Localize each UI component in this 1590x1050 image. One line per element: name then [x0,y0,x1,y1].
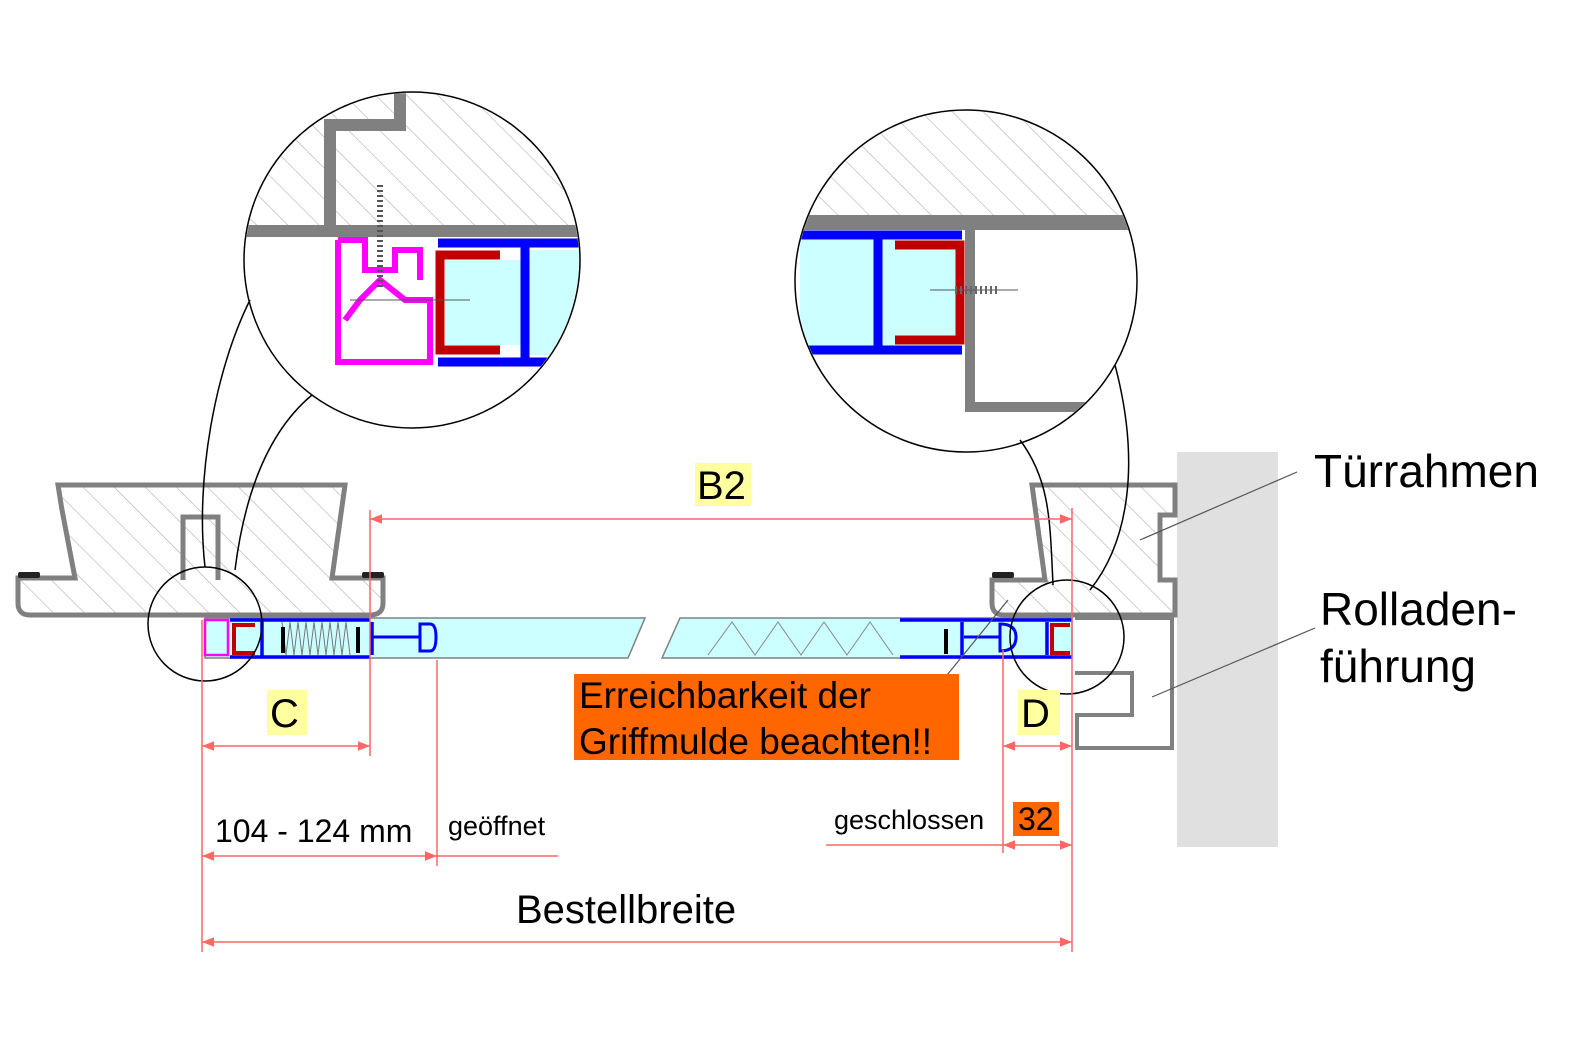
closed-dimension-label: 32 [1018,801,1054,837]
right-frame-section [989,482,1178,618]
right-profiles [900,618,1072,659]
d-label: D [1021,692,1050,736]
closed-state-label: geschlossen [834,805,985,835]
open-state-label: geöffnet [448,811,546,841]
warning-line-1: Erreichbarkeit der [579,675,872,716]
warning-line-2: Griffmulde beachten!! [579,721,933,762]
detail-circle-left-large [243,91,581,429]
d-label-box [1018,690,1060,735]
c-label-box [267,690,307,735]
warning-box [574,674,959,760]
order-width-label: Bestellbreite [516,888,737,932]
shutter-guide-label-1: Rolladen- [1320,583,1517,635]
door-frame-label: Türrahmen [1314,445,1539,497]
closed-dimension-box [1013,802,1059,836]
b2-label-box [695,463,751,506]
open-dimension-label: 104 - 124 mm [215,813,413,849]
b2-label: B2 [697,464,746,508]
left-profiles [203,618,438,659]
pleat-zigzag [707,621,894,656]
detail-left-magnified [245,93,579,367]
detail-circle-right-small [1009,579,1125,695]
detail-right-magnified [796,111,1136,412]
dimension-lines [201,508,1073,952]
shutter-guide [1075,616,1174,750]
left-frame-section [15,482,386,618]
wall [1177,452,1278,847]
shutter-guide-label-2: führung [1320,640,1477,692]
c-label: C [270,692,299,736]
detail-circle-right-large [794,109,1138,453]
